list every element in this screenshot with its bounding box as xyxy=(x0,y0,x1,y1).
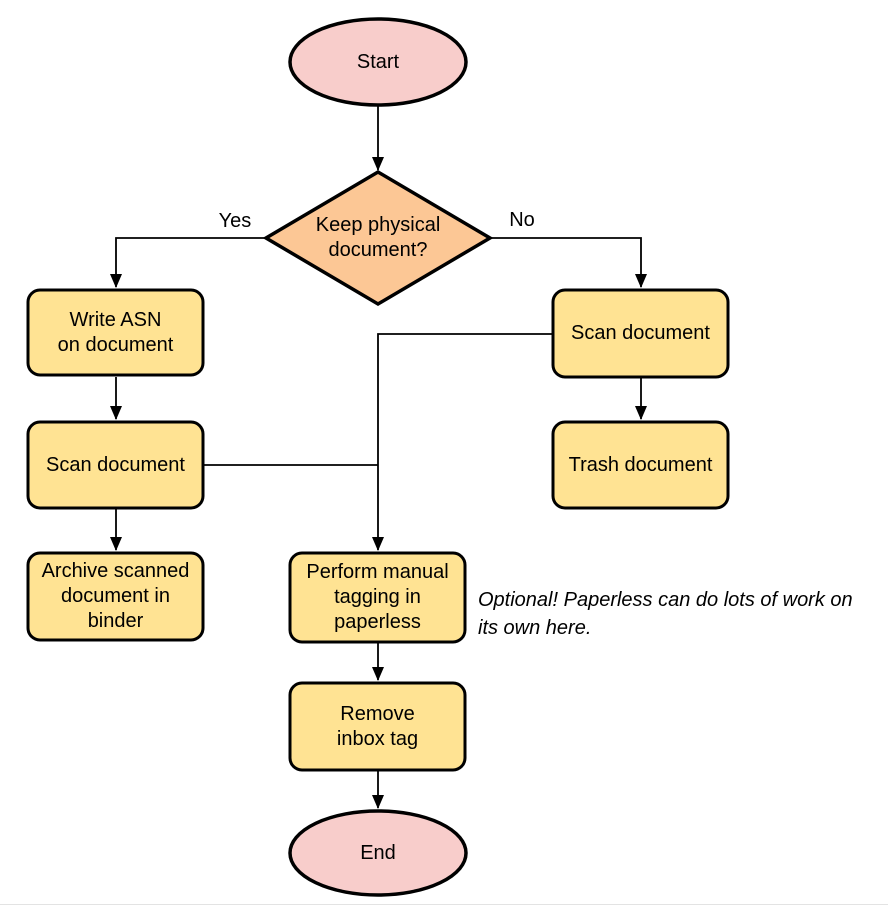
scan-document-left-node xyxy=(26,420,205,510)
edge-decision-no-to-scan-right xyxy=(490,237,647,288)
trash-document-node xyxy=(551,420,730,510)
decision-node xyxy=(262,169,494,307)
start-node xyxy=(288,17,468,107)
page-bottom-divider xyxy=(0,904,888,905)
edge-scan-right-to-tagging xyxy=(372,333,553,551)
optional-note: Optional! Paperless can do lots of work … xyxy=(478,589,853,639)
remove-inbox-tag-node xyxy=(288,681,467,772)
end-node xyxy=(288,809,468,897)
manual-tagging-node xyxy=(288,551,467,644)
write-asn-node xyxy=(26,288,205,377)
scan-document-right-node xyxy=(551,288,730,379)
archive-node xyxy=(26,551,205,642)
edge-decision-yes-to-write-asn xyxy=(110,237,266,288)
